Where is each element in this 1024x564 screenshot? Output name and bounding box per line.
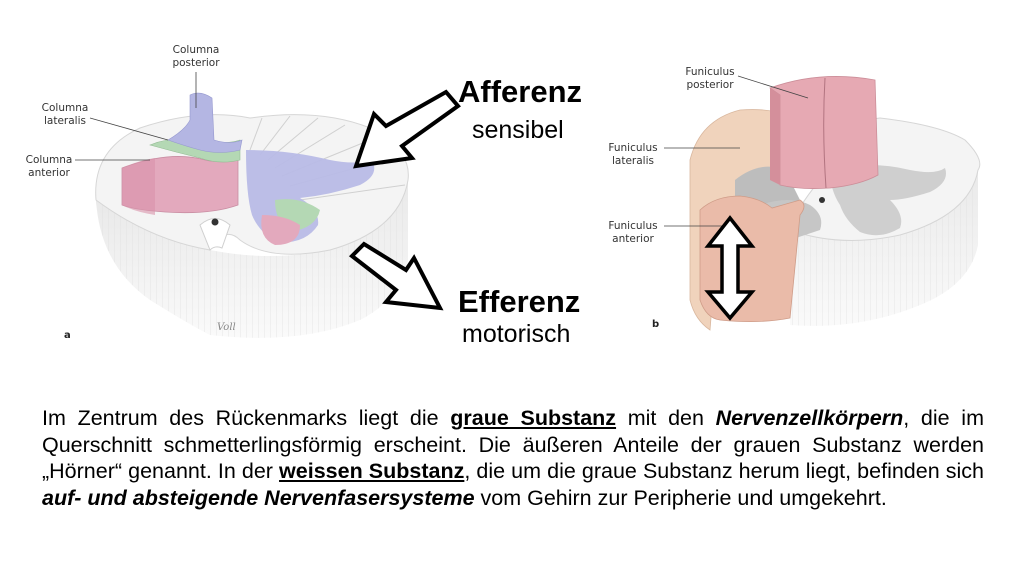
label-funiculus-lateralis: Funiculus lateralis bbox=[598, 142, 668, 168]
efferenz-arrow-icon bbox=[348, 241, 444, 311]
label-line: Funiculus bbox=[608, 142, 658, 154]
label-line: Columna bbox=[25, 154, 73, 166]
explanation-paragraph: Im Zentrum des Rückenmarks liegt die gra… bbox=[42, 405, 984, 511]
term-graue-substanz: graue Substanz bbox=[450, 406, 617, 430]
term-nervenfasersysteme: auf- und absteigende Nervenfasersysteme bbox=[42, 485, 475, 510]
label-line: posterior bbox=[172, 57, 220, 69]
double-arrow-icon bbox=[704, 215, 756, 321]
text-run: , die im Querschnitt schmetterlingsförmi… bbox=[42, 406, 984, 483]
artist-signature: Voll bbox=[217, 322, 236, 333]
label-line: Columna bbox=[41, 102, 89, 114]
text-run: Im Zentrum des Rückenmarks liegt die bbox=[42, 406, 451, 430]
label-line: Columna bbox=[172, 44, 220, 56]
label-columna-posterior: Columna posterior bbox=[160, 44, 232, 70]
afferenz-subtitle: sensibel bbox=[472, 116, 564, 144]
label-line: anterior bbox=[28, 167, 70, 179]
text-run: vom Gehirn zur Peripherie und umgekehrt. bbox=[474, 485, 887, 510]
label-line: Funiculus bbox=[608, 220, 658, 232]
efferenz-subtitle: motorisch bbox=[462, 320, 571, 348]
label-funiculus-posterior: Funiculus posterior bbox=[672, 66, 748, 92]
label-funiculus-anterior: Funiculus anterior bbox=[598, 220, 668, 246]
efferenz-title: Efferenz bbox=[458, 284, 581, 319]
label-columna-lateralis: Columna lateralis bbox=[30, 102, 100, 128]
label-line: lateralis bbox=[612, 155, 654, 167]
text-run: mit den bbox=[616, 406, 716, 430]
text-run: , die um die graue Substanz herum liegt,… bbox=[464, 459, 984, 483]
label-line: lateralis bbox=[44, 115, 86, 127]
term-weissen-substanz: weissen Substanz bbox=[279, 459, 465, 483]
panel-label-b: b bbox=[652, 319, 660, 330]
label-columna-anterior: Columna anterior bbox=[14, 154, 84, 180]
label-line: Funiculus bbox=[685, 66, 735, 78]
panel-label-a: a bbox=[64, 330, 71, 341]
label-line: anterior bbox=[612, 233, 654, 245]
afferenz-arrow-icon bbox=[353, 89, 461, 169]
term-nervenzellkoerpern: Nervenzellkörpern bbox=[715, 406, 904, 430]
posterior-column bbox=[167, 92, 243, 153]
afferenz-title: Afferenz bbox=[458, 74, 583, 109]
label-line: posterior bbox=[686, 79, 734, 91]
